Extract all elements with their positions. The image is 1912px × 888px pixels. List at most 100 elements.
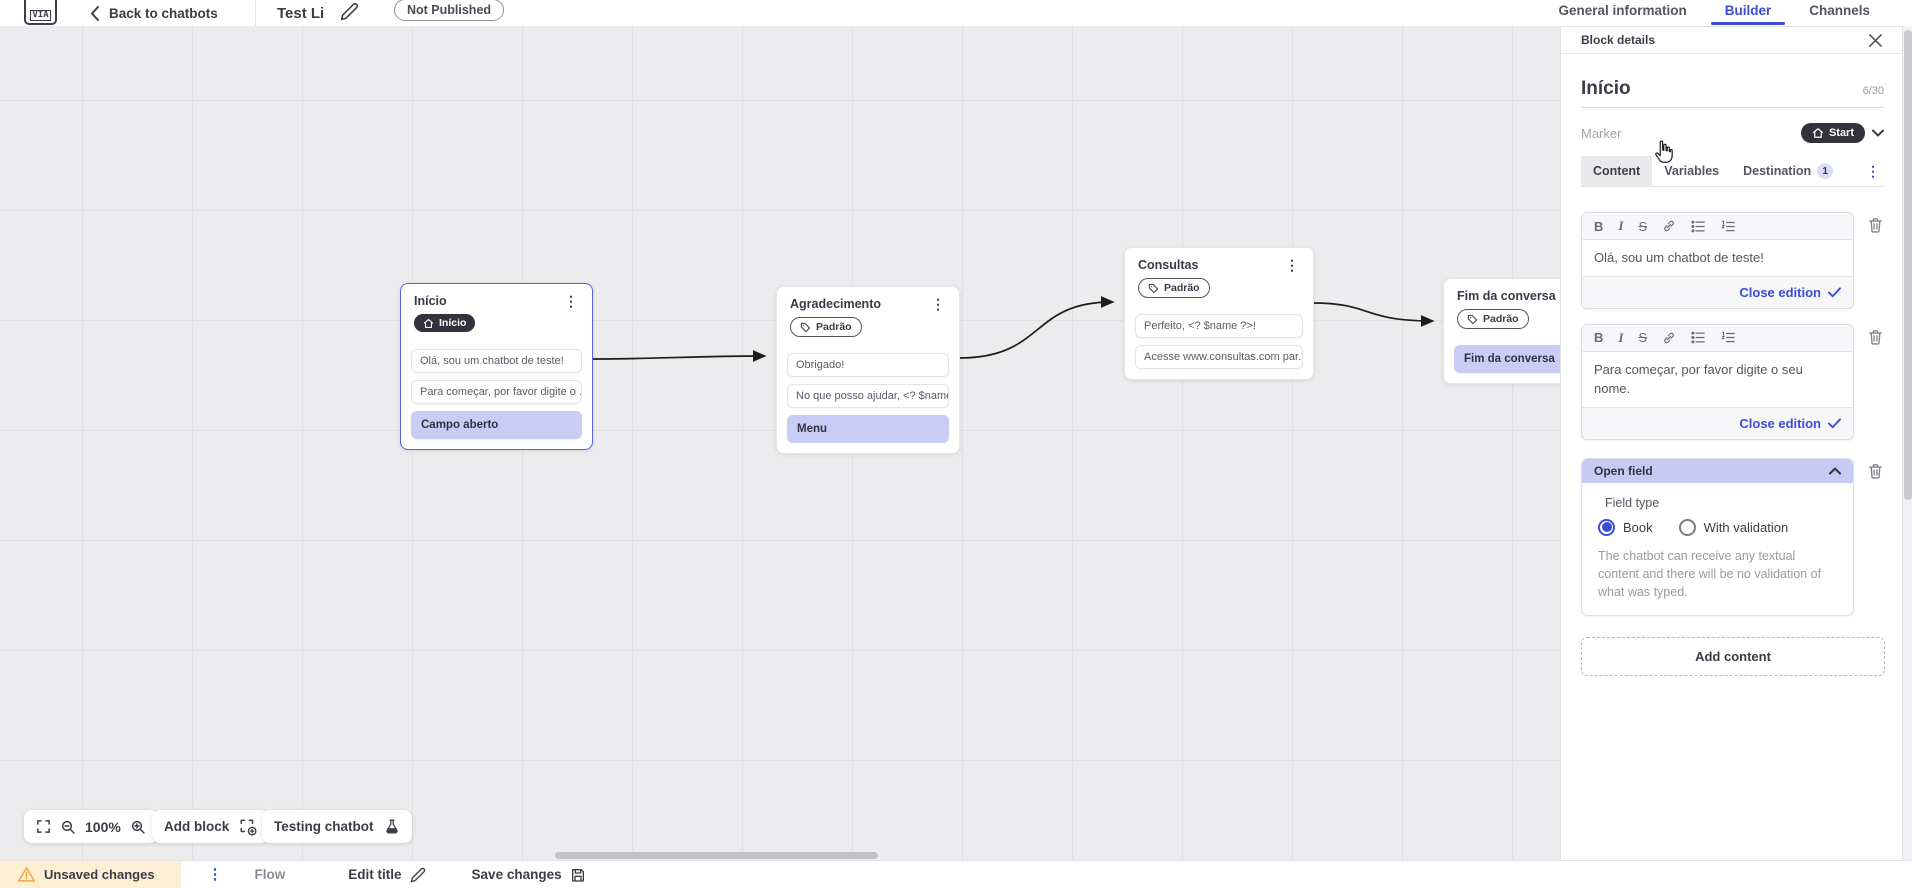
strikethrough-icon[interactable]: S: [1638, 330, 1648, 345]
content-editor[interactable]: B I S Olá, sou um chatbot de teste! Clo: [1581, 212, 1854, 309]
flow-block-agradecimento[interactable]: Agradecimento ⋮ Padrão Obrigado! No que …: [776, 286, 960, 454]
add-block-icon: [239, 818, 257, 836]
status-badge: Not Published: [394, 0, 505, 21]
delete-content-icon[interactable]: [1867, 216, 1884, 234]
back-to-chatbots-button[interactable]: Back to chatbots: [90, 0, 218, 26]
zoom-toolbar: 100%: [24, 810, 158, 843]
block-content-row[interactable]: No que posso ajudar, <? $name ...: [787, 383, 949, 408]
bullet-list-icon[interactable]: [1691, 331, 1706, 344]
panel-title: Block details: [1581, 33, 1656, 47]
panel-scrollbar[interactable]: [1902, 26, 1912, 888]
canvas-horizontal-scrollbar[interactable]: [555, 852, 878, 859]
tab-destination[interactable]: Destination 1: [1731, 156, 1845, 186]
delete-open-field-icon[interactable]: [1867, 462, 1884, 480]
block-marker-label: Padrão: [1164, 282, 1200, 294]
flask-icon: [384, 818, 400, 835]
back-chevron-icon: [90, 5, 99, 21]
block-menu-kebab-icon[interactable]: ⋮: [1285, 257, 1299, 273]
radio-option-book[interactable]: Book: [1598, 518, 1653, 536]
flow-canvas[interactable]: Início ⋮ Início Olá, sou um chatbot de t…: [0, 26, 1621, 888]
tag-icon: [1148, 283, 1159, 294]
block-content-row[interactable]: Obrigado!: [787, 352, 949, 377]
top-navigation-tabs: General information Builder Channels: [1556, 0, 1872, 26]
block-marker-label: Padrão: [1483, 313, 1519, 325]
editor-text[interactable]: Olá, sou um chatbot de teste!: [1582, 240, 1853, 276]
radio-selected-icon: [1598, 518, 1615, 536]
panel-options-kebab-icon[interactable]: ⋮: [1866, 163, 1880, 179]
bold-icon[interactable]: B: [1594, 330, 1604, 345]
editor-text[interactable]: Para começar, por favor digite o seu nom…: [1582, 351, 1853, 407]
close-icon[interactable]: [1869, 33, 1882, 47]
zoom-in-icon[interactable]: [130, 819, 146, 835]
tab-variables[interactable]: Variables: [1664, 164, 1720, 178]
tab-builder[interactable]: Builder: [1710, 0, 1785, 25]
chevron-up-icon: [1829, 467, 1841, 475]
app-logo-glyph: VIA: [30, 10, 51, 21]
block-menu-row[interactable]: Menu: [787, 414, 949, 443]
open-field-header[interactable]: Open field: [1582, 458, 1853, 483]
marker-select[interactable]: Start: [1800, 123, 1884, 143]
add-block-button[interactable]: Add block: [152, 810, 270, 843]
edit-title-pencil-icon[interactable]: [340, 2, 359, 21]
destination-count-badge: 1: [1817, 163, 1834, 179]
chatbot-title[interactable]: Test Li: [277, 4, 325, 22]
tab-destination-label: Destination: [1743, 164, 1812, 178]
block-content-row[interactable]: Perfeito, <? $name ?>!: [1135, 313, 1303, 338]
top-bar: VIA Back to chatbots Test Li Not Publish…: [0, 0, 1912, 26]
char-counter: 6/30: [1862, 85, 1884, 97]
block-open-field-row[interactable]: Campo aberto: [411, 410, 582, 439]
save-changes-button[interactable]: Save changes: [472, 867, 586, 883]
block-content-row[interactable]: Olá, sou um chatbot de teste!: [411, 348, 582, 373]
open-field-title: Open field: [1594, 463, 1653, 478]
tag-icon: [800, 322, 811, 333]
close-edition-button[interactable]: Close edition: [1582, 275, 1853, 308]
delete-content-icon[interactable]: [1867, 328, 1884, 346]
block-content-row[interactable]: Para começar, por favor digite o ...: [411, 379, 582, 404]
testing-chatbot-button[interactable]: Testing chatbot: [262, 810, 412, 843]
connection-lines: [592, 296, 1435, 362]
block-menu-kebab-icon[interactable]: ⋮: [564, 293, 578, 309]
block-title: Fim da conversa: [1457, 289, 1556, 303]
home-icon: [1812, 127, 1824, 139]
flow-view-button[interactable]: Flow: [254, 867, 286, 882]
block-menu-kebab-icon[interactable]: ⋮: [931, 296, 945, 312]
block-name-value: Início: [1581, 78, 1631, 99]
connection-consultas-fim: [1312, 302, 1435, 327]
ordered-list-icon[interactable]: [1721, 331, 1736, 344]
unsaved-changes-label: Unsaved changes: [44, 867, 155, 882]
chevron-down-icon: [1872, 129, 1884, 137]
link-icon[interactable]: [1662, 331, 1676, 345]
zoom-out-icon[interactable]: [60, 819, 76, 835]
italic-icon[interactable]: I: [1618, 218, 1624, 233]
statusbar-kebab-icon[interactable]: ⋮: [207, 866, 223, 883]
flow-block-consultas[interactable]: Consultas ⋮ Padrão Perfeito, <? $name ?>…: [1124, 247, 1314, 380]
strikethrough-icon[interactable]: S: [1638, 218, 1648, 234]
italic-icon[interactable]: I: [1618, 329, 1624, 345]
edit-title-button[interactable]: Edit title: [348, 867, 425, 883]
app-logo[interactable]: VIA: [24, 0, 57, 25]
block-name-input[interactable]: Início 6/30: [1581, 78, 1884, 108]
fullscreen-icon[interactable]: [36, 819, 51, 834]
content-editor[interactable]: B I S Para começar, por favor digite o s…: [1581, 323, 1854, 440]
ordered-list-icon[interactable]: [1721, 220, 1736, 233]
zoom-level: 100%: [85, 818, 121, 835]
block-marker-default: Padrão: [1138, 278, 1210, 298]
block-title: Agradecimento: [790, 297, 881, 311]
bullet-list-icon[interactable]: [1691, 220, 1706, 233]
tab-content[interactable]: Content: [1581, 156, 1653, 186]
tab-channels[interactable]: Channels: [1809, 3, 1870, 18]
tab-general-information[interactable]: General information: [1558, 3, 1687, 18]
panel-scrollbar-thumb[interactable]: [1904, 30, 1912, 500]
field-type-description: The chatbot can receive any textual cont…: [1598, 548, 1822, 599]
close-edition-button[interactable]: Close edition: [1582, 406, 1853, 439]
block-marker-label: Início: [439, 317, 467, 329]
testing-chatbot-label: Testing chatbot: [274, 819, 374, 834]
topbar-divider: [255, 0, 256, 26]
block-marker-label: Padrão: [816, 321, 852, 333]
link-icon[interactable]: [1662, 219, 1676, 233]
bold-icon[interactable]: B: [1594, 218, 1604, 234]
flow-block-inicio[interactable]: Início ⋮ Início Olá, sou um chatbot de t…: [400, 283, 593, 450]
radio-option-with-validation[interactable]: With validation: [1678, 518, 1788, 536]
add-content-button[interactable]: Add content: [1581, 636, 1885, 676]
block-content-row[interactable]: Acesse www.consultas.com par...: [1135, 344, 1303, 369]
